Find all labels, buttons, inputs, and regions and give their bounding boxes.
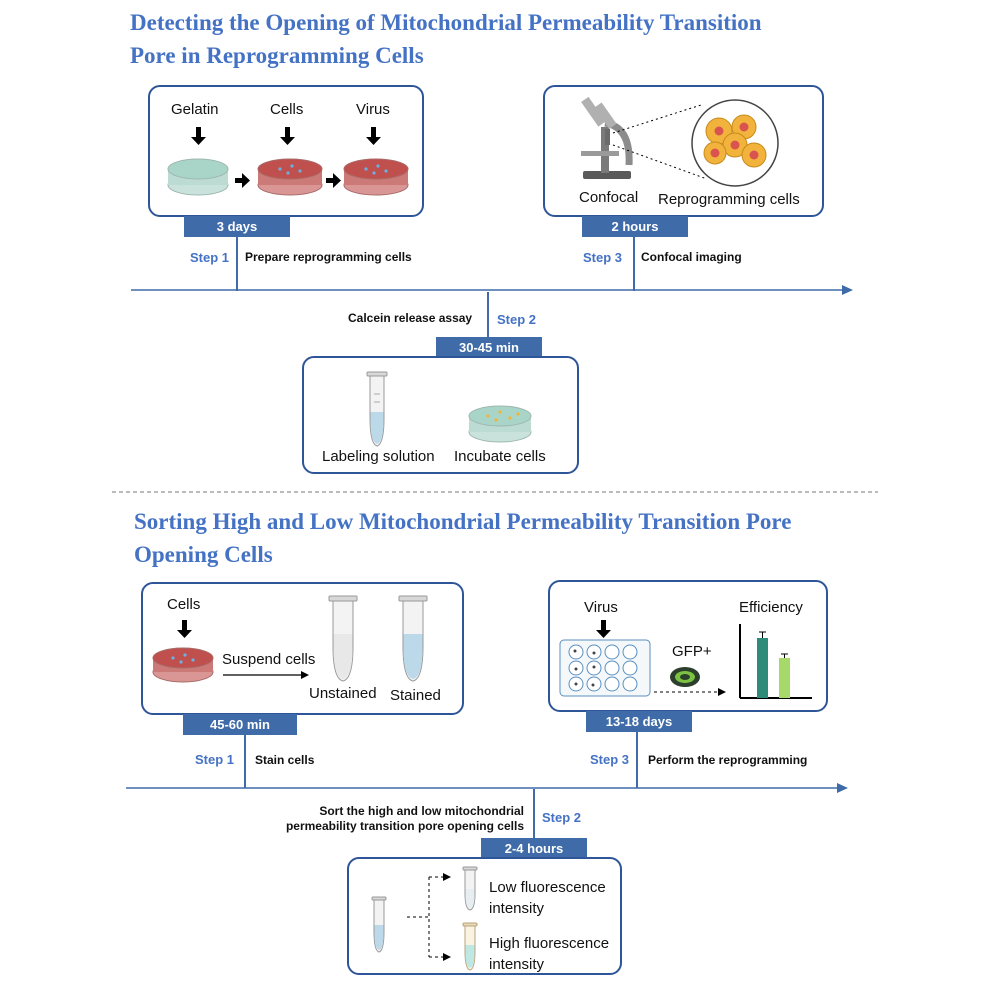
efficiency-chart (739, 624, 812, 699)
high-fluorescence-line2: intensity (489, 956, 545, 973)
s2-step1-description: Stain cells (255, 753, 315, 767)
cells-magnified-icon (691, 99, 779, 187)
cells-label: Cells (270, 101, 304, 118)
high-fluorescence-line1: High fluorescence (489, 935, 610, 952)
labeling-solution-label: Labeling solution (322, 448, 435, 465)
virus-label: Virus (356, 101, 390, 118)
stained-label: Stained (390, 687, 441, 704)
low-fluorescence-line2: intensity (489, 900, 545, 917)
section1-title: Detecting the Opening of Mitochondrial P… (130, 6, 762, 72)
high-fluorescence-label: High fluorescence intensity (489, 933, 609, 975)
bar-low (779, 658, 790, 698)
cells-dish-icon-2 (152, 647, 214, 683)
s2-step2-description-line1: Sort the high and low mitochondrial (319, 804, 524, 818)
gelatin-dish-icon (167, 158, 229, 196)
s1-step2-duration: 30-45 min (436, 337, 542, 358)
gelatin-label: Gelatin (171, 101, 219, 118)
s1-step3-description: Confocal imaging (641, 250, 742, 264)
tube-icon (366, 371, 388, 447)
s2-step3-box: Virus GFP+ Efficiency (548, 580, 828, 712)
s1-timeline (131, 285, 853, 295)
s1-step3-label: Step 3 (583, 250, 623, 265)
cells-label-2: Cells (167, 596, 201, 613)
stained-tube-icon (398, 595, 428, 682)
s2-step3-graphic (559, 620, 812, 699)
virus-label-2: Virus (584, 599, 618, 616)
s2-step2-description-line2: permeability transition pore opening cel… (285, 819, 524, 833)
microscope-icon (581, 96, 633, 179)
incubate-cells-label: Incubate cells (454, 448, 546, 465)
section-divider (112, 491, 878, 493)
s2-step2-box: Low fluorescence intensity High fluoresc… (347, 857, 622, 975)
s1-step1-label: Step 1 (190, 250, 230, 265)
section2-title-line2: Opening Cells (134, 542, 273, 567)
s1-step3-graphic (581, 96, 779, 187)
s2-step2-duration: 2-4 hours (481, 838, 587, 859)
unstained-tube-icon (328, 595, 358, 682)
s2-step3-connector (636, 732, 638, 788)
section1-title-line2: Pore in Reprogramming Cells (130, 43, 424, 68)
s2-step1-box: Cells Suspend cells Unstained Stained (141, 582, 464, 715)
s2-step2-label: Step 2 (542, 810, 582, 825)
s2-step1-graphic (152, 595, 428, 683)
suspend-cells-label: Suspend cells (222, 651, 316, 668)
section2-title-line1: Sorting High and Low Mitochondrial Perme… (134, 509, 792, 534)
s2-step2-connector (533, 789, 535, 839)
s1-step2-label: Step 2 (497, 312, 537, 327)
confocal-label: Confocal (579, 189, 639, 206)
section1-title-line1: Detecting the Opening of Mitochondrial P… (130, 10, 762, 35)
s1-step1-duration: 3 days (184, 216, 290, 237)
s2-step1-label: Step 1 (195, 752, 235, 767)
low-fluorescence-label: Low fluorescence intensity (489, 877, 606, 919)
s2-step2-graphic (371, 866, 478, 971)
s1-step1-graphic (167, 127, 409, 196)
section2-title: Sorting High and Low Mitochondrial Perme… (134, 505, 791, 571)
s2-step1-connector (244, 735, 246, 788)
high-tube-icon (462, 922, 478, 971)
cells-dish-icon (257, 158, 323, 196)
reprogramming-cells-label: Reprogramming cells (658, 191, 800, 208)
s1-step2-connector (487, 292, 489, 338)
source-tube-icon (371, 896, 387, 953)
gfp-cell-icon (670, 667, 700, 687)
down-arrows (191, 127, 381, 145)
s1-step2-box: Labeling solution Incubate cells (302, 356, 579, 474)
efficiency-label: Efficiency (739, 599, 803, 616)
s2-step3-duration: 13-18 days (586, 711, 692, 732)
s2-step3-description: Perform the reprogramming (648, 753, 808, 767)
s1-step3-duration: 2 hours (582, 216, 688, 237)
s1-step2-graphic (366, 371, 532, 447)
bar-high (757, 638, 768, 698)
low-fluorescence-line1: Low fluorescence (489, 879, 606, 896)
unstained-label: Unstained (309, 685, 377, 702)
dish-icon (468, 405, 532, 443)
gfp-label: GFP+ (672, 643, 712, 660)
s1-step1-description: Prepare reprogramming cells (245, 250, 412, 264)
s2-step3-label: Step 3 (590, 752, 630, 767)
s2-step2-description: Sort the high and low mitochondrial perm… (262, 804, 524, 834)
s1-step1-connector (236, 237, 238, 291)
s2-step1-duration: 45-60 min (183, 714, 297, 735)
s1-step2-description: Calcein release assay (348, 311, 473, 325)
s1-step3-box: Confocal Reprogramming cells (543, 85, 824, 217)
s2-timeline (126, 783, 848, 793)
virus-dish-icon (343, 158, 409, 196)
s1-step3-connector (633, 237, 635, 291)
low-tube-icon (462, 866, 478, 911)
s1-step1-box: Gelatin Cells Virus (148, 85, 424, 217)
well-plate-icon (559, 639, 651, 697)
